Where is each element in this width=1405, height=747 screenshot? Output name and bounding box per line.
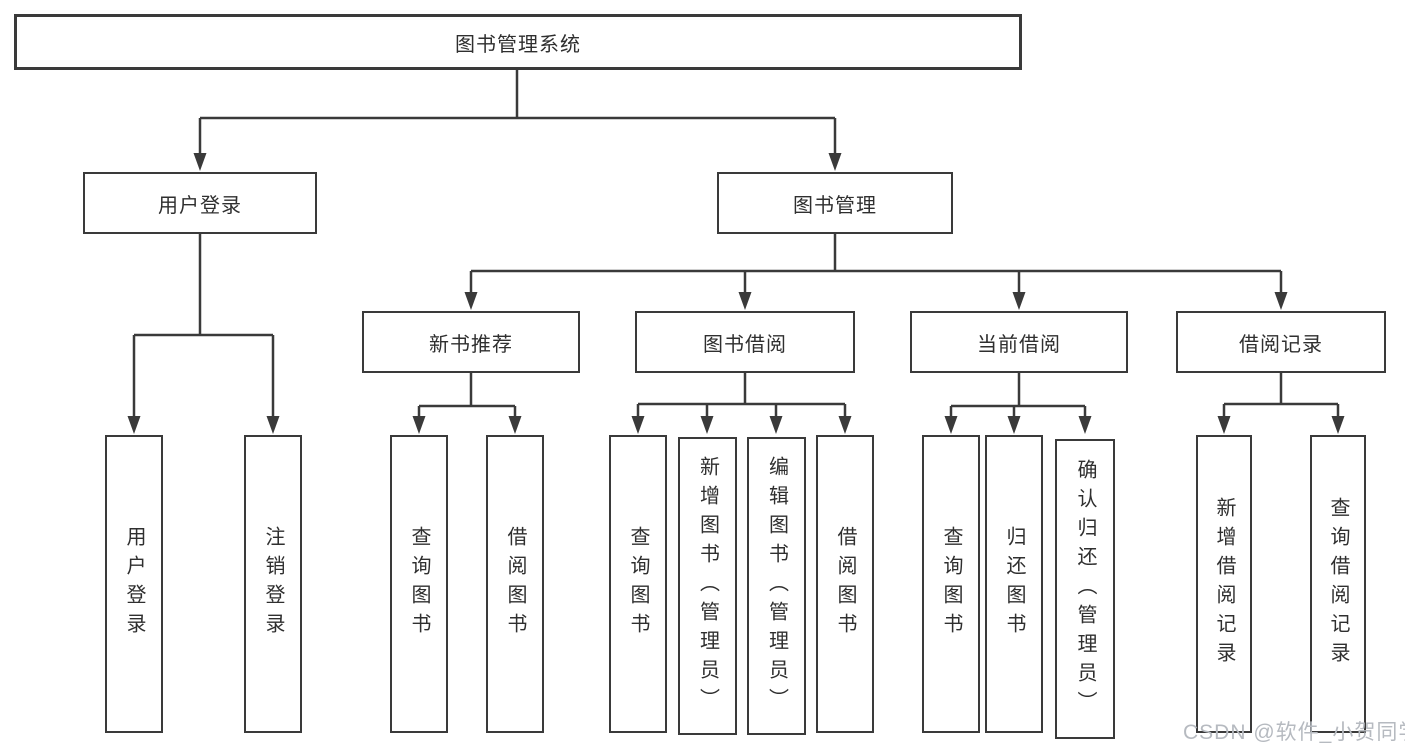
leaf-query-books-current: 查询图书 [922,435,980,733]
leaf-confirm-return-admin-label: 确认归还（管理员） [1074,458,1096,720]
leaf-query-books-borrowing-label: 查询图书 [627,526,649,642]
leaf-user-login: 用户登录 [105,435,163,733]
leaf-logout: 注销登录 [244,435,302,733]
node-user-login: 用户登录 [83,172,317,234]
leaf-add-borrow-record: 新增借阅记录 [1196,435,1252,733]
node-borrowing-records-label: 借阅记录 [1239,333,1323,356]
leaf-confirm-return-admin: 确认归还（管理员） [1055,439,1115,739]
leaf-return-books-label: 归还图书 [1003,526,1025,642]
leaf-return-books: 归还图书 [985,435,1043,733]
node-book-management-label: 图书管理 [793,194,877,217]
leaf-query-borrow-record: 查询借阅记录 [1310,435,1366,733]
node-book-borrowing: 图书借阅 [635,311,855,373]
leaf-query-borrow-record-label: 查询借阅记录 [1327,497,1349,671]
csdn-watermark: CSDN @软件_小贺同学 [1183,721,1405,744]
leaf-logout-label: 注销登录 [262,526,284,642]
leaf-user-login-label: 用户登录 [123,526,145,642]
leaf-borrow-books-label: 借阅图书 [834,526,856,642]
leaf-borrow-books-recommend-label: 借阅图书 [504,526,526,642]
leaf-add-books-admin: 新增图书（管理员） [678,437,737,735]
node-new-book-recommend-label: 新书推荐 [429,333,513,356]
leaf-query-books-recommend-label: 查询图书 [408,526,430,642]
node-new-book-recommend: 新书推荐 [362,311,580,373]
leaf-borrow-books: 借阅图书 [816,435,874,733]
leaf-edit-books-admin: 编辑图书（管理员） [747,437,806,735]
leaf-query-books-borrowing: 查询图书 [609,435,667,733]
node-user-login-label: 用户登录 [158,194,242,217]
node-root: 图书管理系统 [14,14,1022,70]
leaf-add-books-admin-label: 新增图书（管理员） [696,455,719,717]
leaf-query-books-current-label: 查询图书 [940,526,962,642]
leaf-query-books-recommend: 查询图书 [390,435,448,733]
node-borrowing-records: 借阅记录 [1176,311,1386,373]
node-book-borrowing-label: 图书借阅 [703,333,787,356]
node-book-management: 图书管理 [717,172,953,234]
node-current-borrowing-label: 当前借阅 [977,333,1061,356]
leaf-borrow-books-recommend: 借阅图书 [486,435,544,733]
node-current-borrowing: 当前借阅 [910,311,1128,373]
node-root-label: 图书管理系统 [455,33,581,56]
leaf-add-borrow-record-label: 新增借阅记录 [1213,497,1235,671]
leaf-edit-books-admin-label: 编辑图书（管理员） [765,455,788,717]
